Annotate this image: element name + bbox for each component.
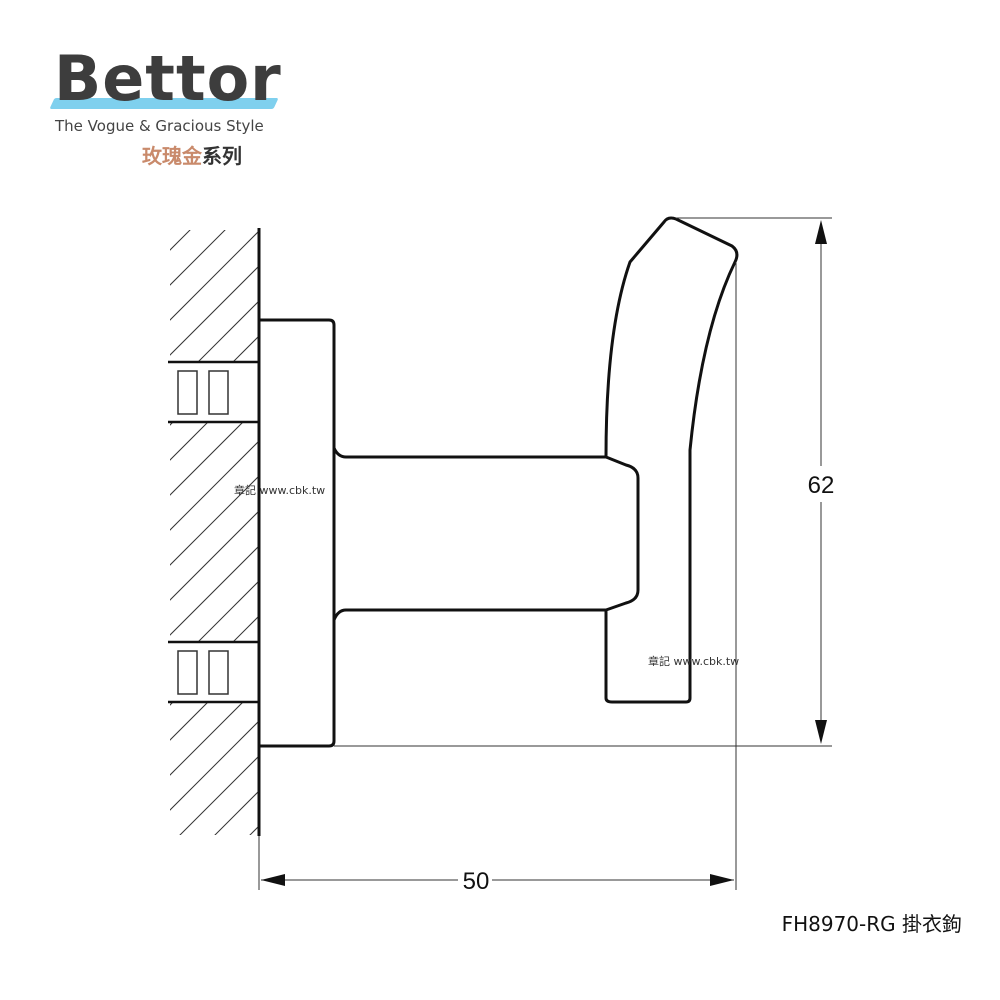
series-suffix: 系列 [202,144,242,168]
watermark-left: 章記 www.cbk.tw [234,483,325,497]
wall-hatching [170,230,258,835]
series-name: 玫瑰金系列 [142,140,242,169]
hook-body [332,216,739,704]
upper-wall-anchor [168,360,260,424]
height-dimension: 62 [808,220,835,744]
width-dimension: 50 [261,868,734,895]
series-highlight: 玫瑰金 [142,144,202,168]
mounting-plate [259,318,336,748]
product-caption: FH8970-RG 掛衣鉤 [781,912,962,936]
extension-lines [258,217,832,890]
lower-wall-anchor [168,640,260,704]
height-dimension-label: 62 [808,472,835,499]
brand-tagline: The Vogue & Gracious Style [55,117,264,135]
watermark-right: 章記 www.cbk.tw [648,654,739,668]
brand-logo: Bettor [54,42,282,115]
width-dimension-label: 50 [463,868,490,895]
